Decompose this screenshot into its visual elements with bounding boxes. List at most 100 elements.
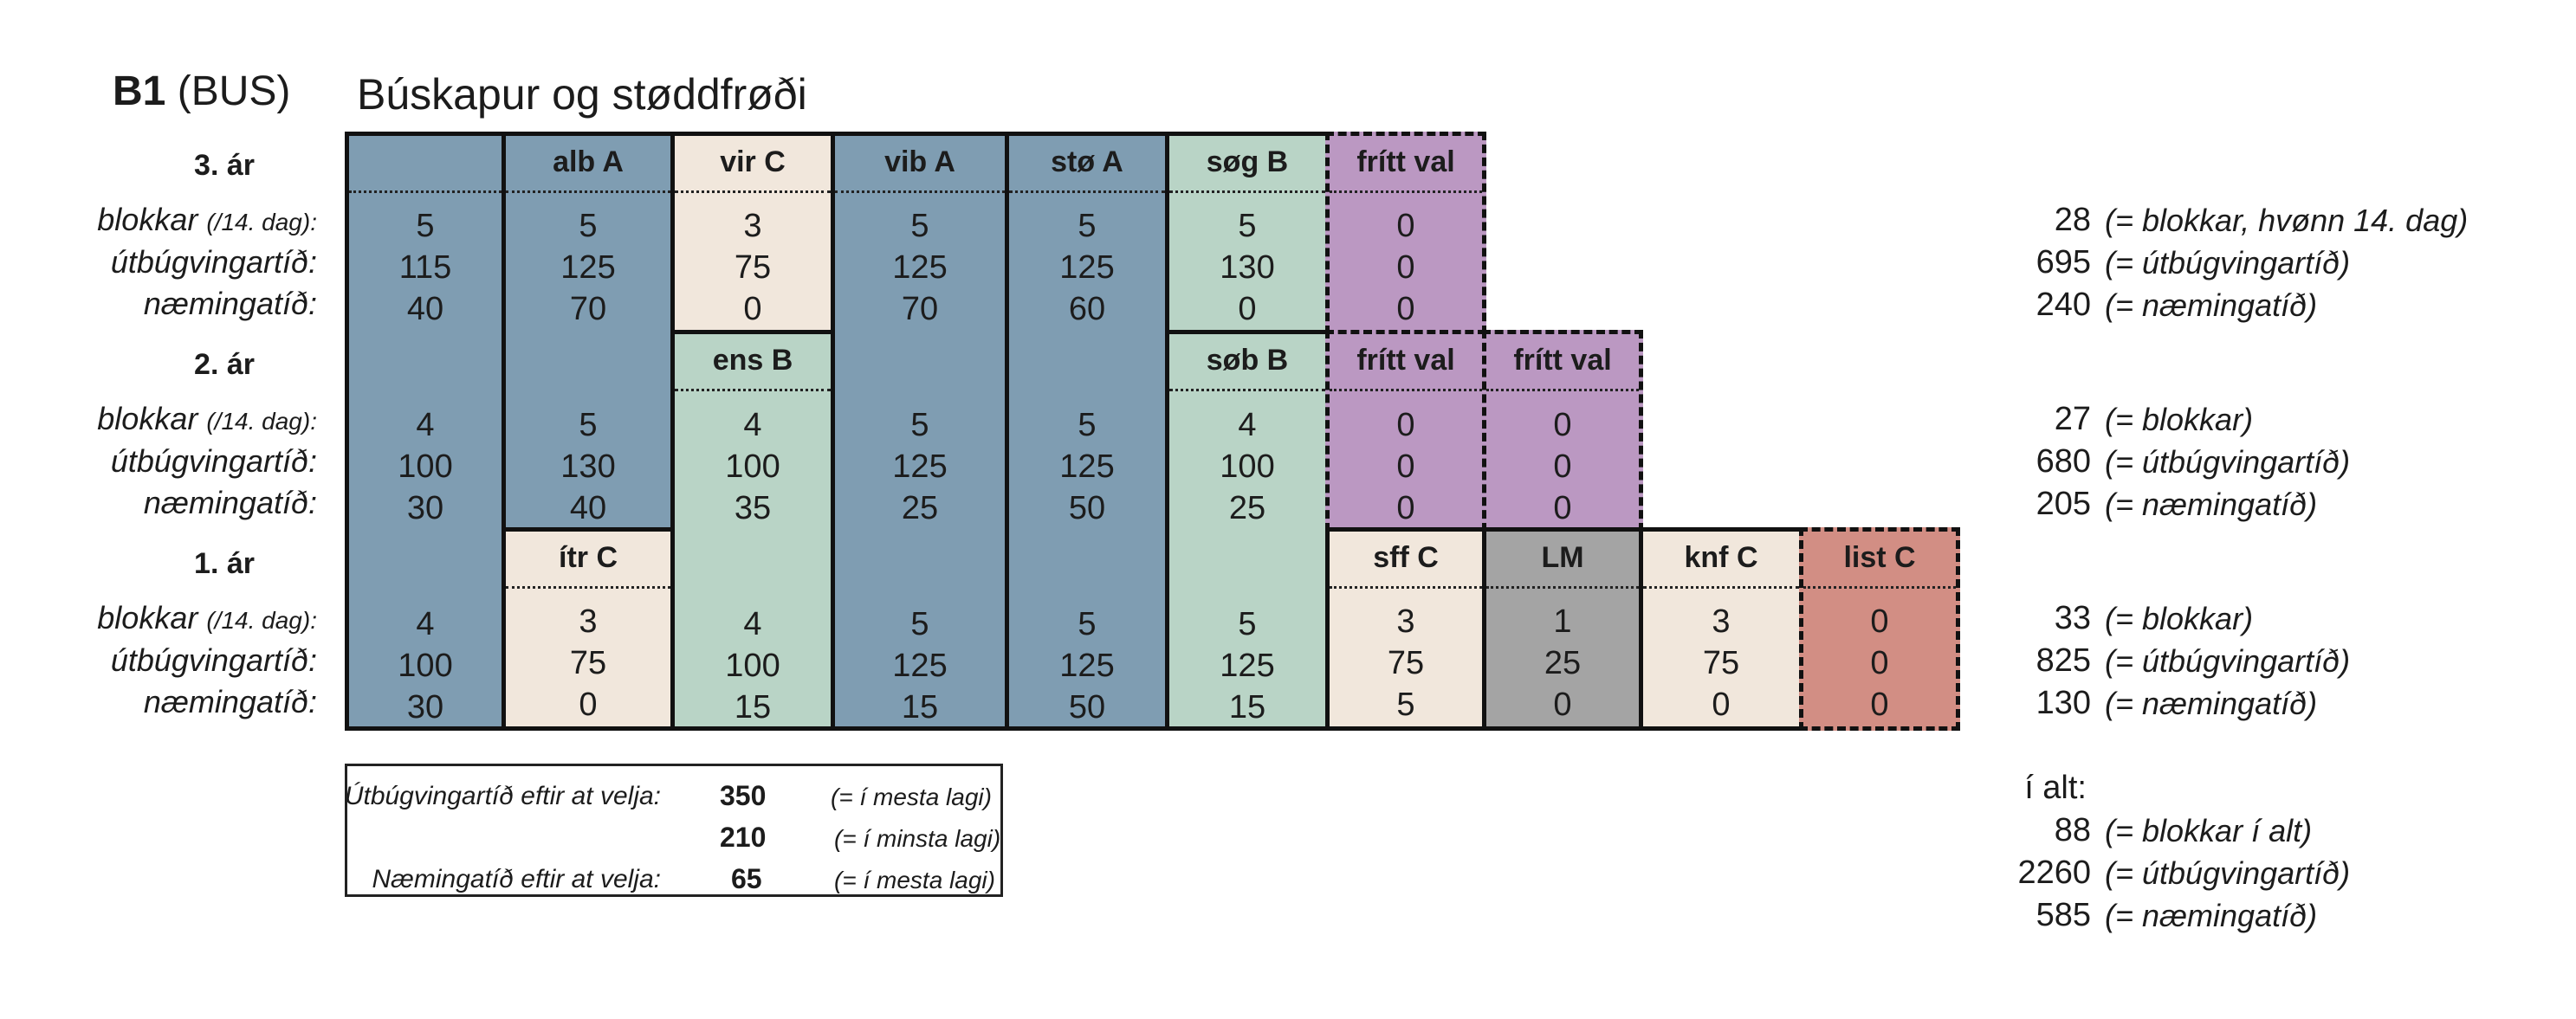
total-value: 680 <box>2036 443 2091 480</box>
value-blokkar: 5 <box>579 208 598 244</box>
course-header: vib A <box>835 136 1005 193</box>
value-utbug: 0 <box>1396 448 1415 485</box>
value-blokkar: 4 <box>743 407 762 443</box>
course-header: ens B <box>675 334 831 391</box>
course-header: vir C <box>675 136 831 193</box>
total-note: (= útbúgvingartíð) <box>2105 643 2351 679</box>
value-neming: 30 <box>406 689 444 726</box>
value-neming: 0 <box>1396 490 1415 526</box>
value-utbug: 100 <box>725 448 780 485</box>
course-header: knf C <box>1643 532 1799 589</box>
value-blokkar: 5 <box>1078 208 1097 244</box>
value-utbug: 0 <box>1870 645 1889 681</box>
value-neming: 40 <box>406 291 444 327</box>
total-note: (= næmingatíð) <box>2105 287 2318 323</box>
course-block-vib-a: vib A 5 125 70 5 125 25 5 125 15 <box>831 132 1009 731</box>
course-header: ítr C <box>506 532 670 589</box>
value-neming: 0 <box>1712 687 1731 723</box>
utbug-label: útbúgvingartíð: <box>110 443 317 479</box>
course-header <box>349 136 502 193</box>
course-block-lm: LM 1 25 0 <box>1482 527 1643 731</box>
course-header: frítt val <box>1486 334 1639 391</box>
program-title: Búskapur og støddfrøði <box>357 70 807 119</box>
value-utbug: 0 <box>1553 448 1572 485</box>
course-header: list C <box>1803 532 1956 589</box>
value-utbug: 125 <box>560 249 616 286</box>
utb-min-value: 210 <box>720 822 767 853</box>
value-blokkar: 5 <box>910 407 929 443</box>
total-value: 27 <box>2054 401 2091 437</box>
value-neming: 0 <box>1553 687 1572 723</box>
total-value: 240 <box>2036 287 2091 323</box>
blokkar-label: blokkar (/14. dag): <box>97 600 317 635</box>
value-utbug: 125 <box>892 448 948 485</box>
value-utbug: 25 <box>1544 645 1582 681</box>
value-utbug: 100 <box>1220 448 1275 485</box>
total-note: (= blokkar) <box>2105 601 2254 636</box>
value-neming: 5 <box>1396 687 1415 723</box>
value-utbug: 75 <box>734 249 772 286</box>
course-header: frítt val <box>1330 334 1482 391</box>
total-value: 695 <box>2036 244 2091 281</box>
value-blokkar: 1 <box>1553 603 1572 640</box>
course-block-fritt-val-2a: frítt val 0 0 0 <box>1325 330 1486 532</box>
value-blokkar: 0 <box>1396 407 1415 443</box>
value-neming: 0 <box>1553 490 1572 526</box>
value-utbug: 100 <box>725 648 780 684</box>
course-block-vir-c: vir C 3 75 0 <box>670 132 835 334</box>
course-block-sff-c: sff C 3 75 5 <box>1325 527 1486 731</box>
value-neming: 70 <box>569 291 607 327</box>
value-neming: 0 <box>1870 687 1889 723</box>
value-utbug: 130 <box>560 448 616 485</box>
value-neming: 0 <box>579 687 598 723</box>
value-neming: 0 <box>743 291 762 327</box>
course-header: frítt val <box>1330 136 1482 193</box>
grand-total-value: 2260 <box>2017 855 2091 891</box>
total-value: 28 <box>2054 202 2091 238</box>
value-utbug: 100 <box>398 448 453 485</box>
value-utbug: 125 <box>1059 249 1115 286</box>
course-header: søg B <box>1169 136 1325 193</box>
course-block-sob-b: søb B 4 100 25 5 125 15 <box>1165 330 1330 731</box>
value-utbug: 125 <box>1059 448 1115 485</box>
year-1-label: 1. ár <box>194 547 255 580</box>
course-block-sto-a: stø A 5 125 60 5 125 50 5 125 50 <box>1005 132 1169 731</box>
value-neming: 30 <box>406 490 444 526</box>
grand-total-note: (= útbúgvingartíð) <box>2105 855 2351 891</box>
value-utbug: 125 <box>1220 648 1275 684</box>
value-utbug: 75 <box>1387 645 1425 681</box>
course-block-fritt-val-2b: frítt val 0 0 0 <box>1482 330 1643 532</box>
value-neming: 0 <box>1396 291 1415 327</box>
value-utbug: 100 <box>398 648 453 684</box>
neming-label: næmingatíð: <box>143 684 317 719</box>
program-code: B1 (BUS) <box>113 68 291 114</box>
total-note: (= blokkar) <box>2105 402 2254 437</box>
utbug-label: útbúgvingartíð: <box>110 642 317 678</box>
total-value: 33 <box>2054 600 2091 636</box>
course-header: LM <box>1486 532 1639 589</box>
value-neming: 50 <box>1068 689 1106 726</box>
course-block-sog-b: søg B 5 130 0 <box>1165 132 1330 334</box>
nem-max-value: 65 <box>731 863 762 894</box>
value-utbug: 0 <box>1396 249 1415 286</box>
value-utbug: 125 <box>892 249 948 286</box>
course-block-itr-c: ítr C 3 75 0 <box>502 527 675 731</box>
utb-remaining-label: Útbúgvingartíð eftir at velja: <box>344 782 661 810</box>
neming-label: næmingatíð: <box>143 485 317 520</box>
value-blokkar: 5 <box>579 407 598 443</box>
total-value: 205 <box>2036 486 2091 522</box>
value-blokkar: 0 <box>1870 603 1889 640</box>
grand-total-label: í alt: <box>2024 770 2087 806</box>
value-utbug: 115 <box>398 249 452 286</box>
course-block-bus: 5 115 40 4 100 30 4 100 30 <box>345 132 506 731</box>
total-note: (= næmingatíð) <box>2105 487 2318 522</box>
course-block-alb-a: alb A 5 125 70 5 130 40 <box>502 132 675 532</box>
course-header: søb B <box>1169 334 1325 391</box>
value-blokkar: 4 <box>743 606 762 642</box>
value-blokkar: 4 <box>416 606 435 642</box>
grand-total-note: (= blokkar í alt) <box>2105 813 2313 848</box>
value-blokkar: 5 <box>1238 208 1257 244</box>
course-header: alb A <box>506 136 670 193</box>
value-neming: 70 <box>901 291 939 327</box>
total-note: (= næmingatíð) <box>2105 686 2318 721</box>
